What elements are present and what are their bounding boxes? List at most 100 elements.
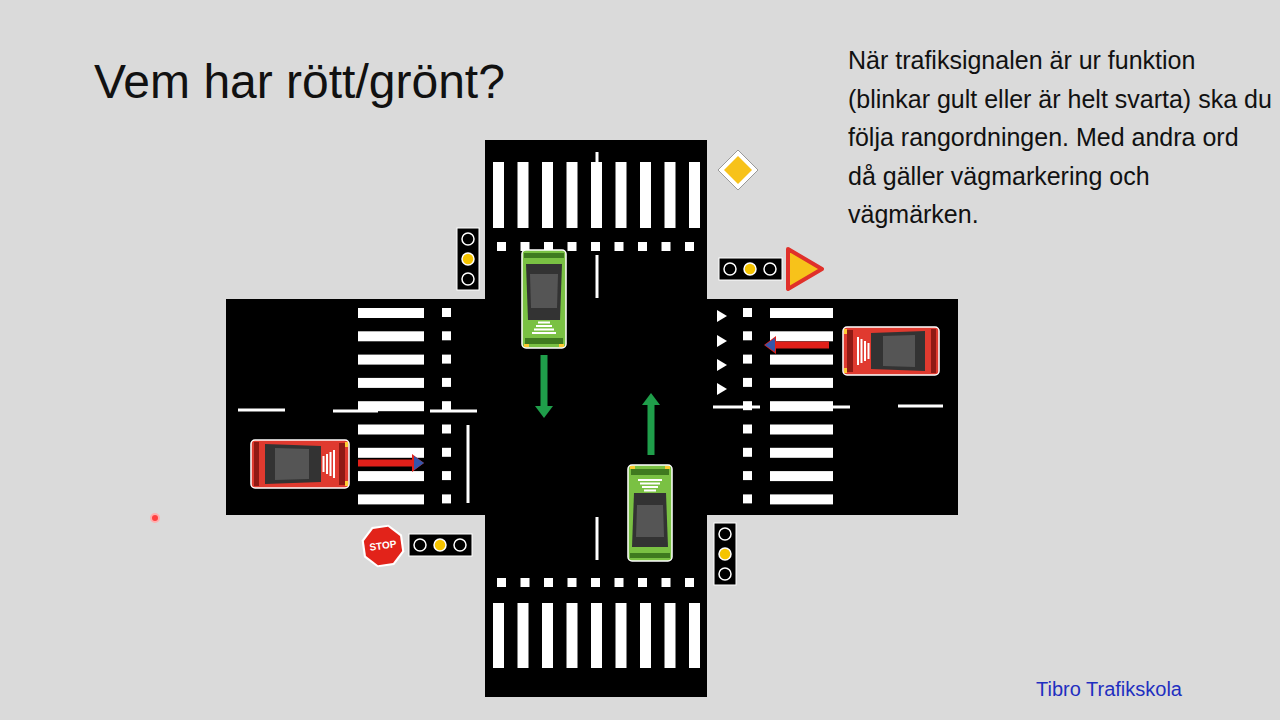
lane-marking (713, 406, 760, 409)
car (251, 440, 349, 488)
crossing-dot (497, 578, 506, 587)
crossing-dot (591, 578, 600, 587)
crossing-dot (662, 242, 671, 251)
crossing-dot (638, 578, 647, 587)
crosswalk-stripe (616, 603, 627, 668)
crossing-dot (743, 494, 752, 503)
crosswalk-stripe (358, 471, 424, 481)
crossing-dot (442, 425, 451, 434)
crossing-dot (521, 578, 530, 587)
lamp (462, 273, 474, 285)
car (843, 327, 939, 375)
crossing-dot (743, 378, 752, 387)
crossing-dot (568, 242, 577, 251)
crossing-dot (442, 471, 451, 480)
crossing-dot (743, 331, 752, 340)
yield-line-triangle (717, 359, 727, 371)
lane-marking (898, 405, 943, 408)
sign-border (360, 523, 406, 569)
crossing-dot (685, 578, 694, 587)
crosswalk-stripe (493, 162, 504, 228)
crossing-dot (442, 401, 451, 410)
crosswalk-stripe (689, 162, 700, 228)
crosswalk-stripe (358, 378, 424, 388)
arrow-head (412, 454, 424, 472)
crosswalk-stripe (770, 355, 833, 365)
crossing-dot (497, 242, 506, 251)
crosswalk-stripe (493, 603, 504, 668)
direction-arrow (776, 342, 829, 349)
arrow-head (764, 336, 776, 354)
traffic-light (714, 523, 736, 585)
car (628, 465, 672, 561)
crosswalk-stripe (567, 162, 578, 228)
crosswalk-stripe (591, 603, 602, 668)
crosswalk-stripe (770, 494, 833, 504)
traffic-light (457, 228, 479, 290)
credit-text: Tibro Trafikskola (1036, 677, 1276, 701)
direction-arrow (358, 460, 412, 467)
crossing-dot (743, 355, 752, 364)
car (522, 250, 566, 348)
lamp (764, 263, 776, 275)
pointer-dot (151, 514, 159, 522)
crossing-dot (442, 448, 451, 457)
crossing-dot (743, 448, 752, 457)
crosswalk-stripe (640, 162, 651, 228)
crosswalk-stripe (665, 162, 676, 228)
yield-line-triangle (717, 383, 727, 395)
lane-marking (596, 517, 599, 560)
crosswalk-stripe (518, 603, 529, 668)
yellow-lamp (719, 548, 731, 560)
crossing-dot (743, 308, 752, 317)
traffic-light (409, 534, 472, 556)
lane-marking (467, 425, 470, 503)
crosswalk-stripe (770, 448, 833, 458)
lamp (454, 539, 466, 551)
sign-face (362, 525, 403, 566)
arrow-head (765, 338, 775, 352)
crosswalk-stripe (665, 603, 676, 668)
lamp (719, 528, 731, 540)
crosswalk-stripe (689, 603, 700, 668)
crosswalk-stripe (518, 162, 529, 228)
crossing-dot (568, 578, 577, 587)
crossing-dot (442, 378, 451, 387)
crossing-dot (685, 242, 694, 251)
road (226, 299, 958, 515)
arrow-head (414, 456, 424, 470)
crosswalk-stripe (358, 425, 424, 435)
crossing-dot (662, 578, 671, 587)
crossing-dot (743, 425, 752, 434)
priority-road-sign (724, 156, 752, 184)
lane-marking (803, 406, 850, 409)
crosswalk-stripe (567, 603, 578, 668)
crosswalk-stripe (358, 308, 424, 318)
lane-marking (333, 410, 378, 413)
crosswalk-stripe (542, 162, 553, 228)
lane-marking (596, 620, 599, 665)
crosswalk-stripe (640, 603, 651, 668)
direction-arrow (648, 405, 655, 455)
priority-road-sign (718, 150, 758, 190)
crosswalk-stripe (616, 162, 627, 228)
crossing-dot (442, 308, 451, 317)
lamp (724, 263, 736, 275)
yellow-lamp (434, 539, 446, 551)
crosswalk-stripe (770, 425, 833, 435)
crossing-dot (442, 355, 451, 364)
lane-marking (238, 409, 285, 412)
crosswalk-stripe (770, 308, 833, 318)
crossing-dot (615, 578, 624, 587)
arrow-head (535, 406, 553, 418)
crosswalk-stripe (358, 355, 424, 365)
crosswalk-stripe (770, 471, 833, 481)
lane-marking (596, 255, 599, 298)
crossing-dot (591, 242, 600, 251)
direction-arrow (541, 355, 548, 406)
crosswalk-stripe (358, 494, 424, 504)
yield-sign (788, 249, 822, 289)
lamp (414, 539, 426, 551)
yellow-lamp (462, 253, 474, 265)
note-text: När trafiksignalen är ur funktion (blink… (848, 41, 1272, 234)
